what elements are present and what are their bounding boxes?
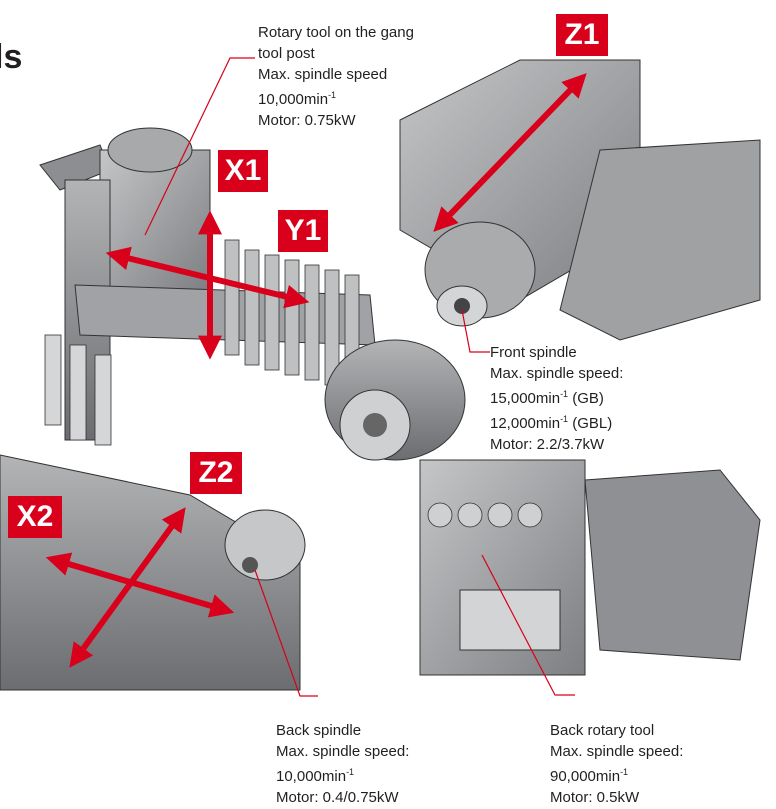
back-spindle-unit	[0, 454, 306, 691]
front-spindle-unit	[399, 59, 761, 341]
callout-back-rotary-tool: Back rotary tool Max. spindle speed: 90,…	[550, 720, 683, 808]
callout-line: Max. spindle speed	[258, 66, 388, 83]
callout-line: 10,000min-1	[258, 90, 337, 108]
callout-line: Back spindle	[276, 722, 362, 739]
callout-line: Motor: 0.75kW	[258, 112, 356, 129]
callout-line: Max. spindle speed:	[276, 743, 410, 760]
callout-line: 12,000min-1 (GBL)	[490, 414, 613, 432]
z1-badge: Z1	[556, 14, 608, 56]
callout-back-spindle: Back spindle Max. spindle speed: 10,000m…	[276, 720, 409, 808]
leader-back-spindle	[254, 569, 318, 697]
leader-rotary-tool	[144, 57, 255, 236]
callout-rotary-tool: Rotary tool on the gang tool post Max. s…	[258, 22, 414, 131]
section-heading: ls	[0, 38, 23, 76]
leader-back-rotary-tool	[481, 554, 575, 696]
callout-line: Motor: 2.2/3.7kW	[490, 436, 605, 453]
x2-badge: X2	[8, 496, 62, 538]
axis-arrows	[45, 73, 587, 668]
y1-badge: Y1	[278, 210, 328, 252]
z1-arrow	[433, 73, 587, 232]
callout-line: Max. spindle speed:	[550, 743, 684, 760]
y1-arrow	[105, 246, 310, 309]
callout-line: Front spindle	[490, 344, 577, 361]
back-rotary-tool-unit	[419, 459, 761, 676]
callout-line: Max. spindle speed:	[490, 365, 624, 382]
leader-lines	[144, 57, 575, 697]
z2-arrow	[69, 507, 186, 668]
leader-front-spindle	[461, 309, 490, 353]
callout-line: 10,000min-1	[276, 767, 355, 785]
x1-badge: X1	[218, 150, 268, 192]
callout-front-spindle: Front spindle Max. spindle speed: 15,000…	[490, 342, 623, 455]
callout-line: Motor: 0.4/0.75kW	[276, 789, 399, 806]
callout-line: Back rotary tool	[550, 722, 655, 739]
z2-badge: Z2	[190, 452, 242, 494]
callout-line: tool post	[258, 45, 315, 62]
callout-line: 15,000min-1 (GB)	[490, 389, 604, 407]
callout-line: Rotary tool on the gang	[258, 24, 414, 41]
callout-line: 90,000min-1	[550, 767, 629, 785]
callout-line: Motor: 0.5kW	[550, 789, 640, 806]
